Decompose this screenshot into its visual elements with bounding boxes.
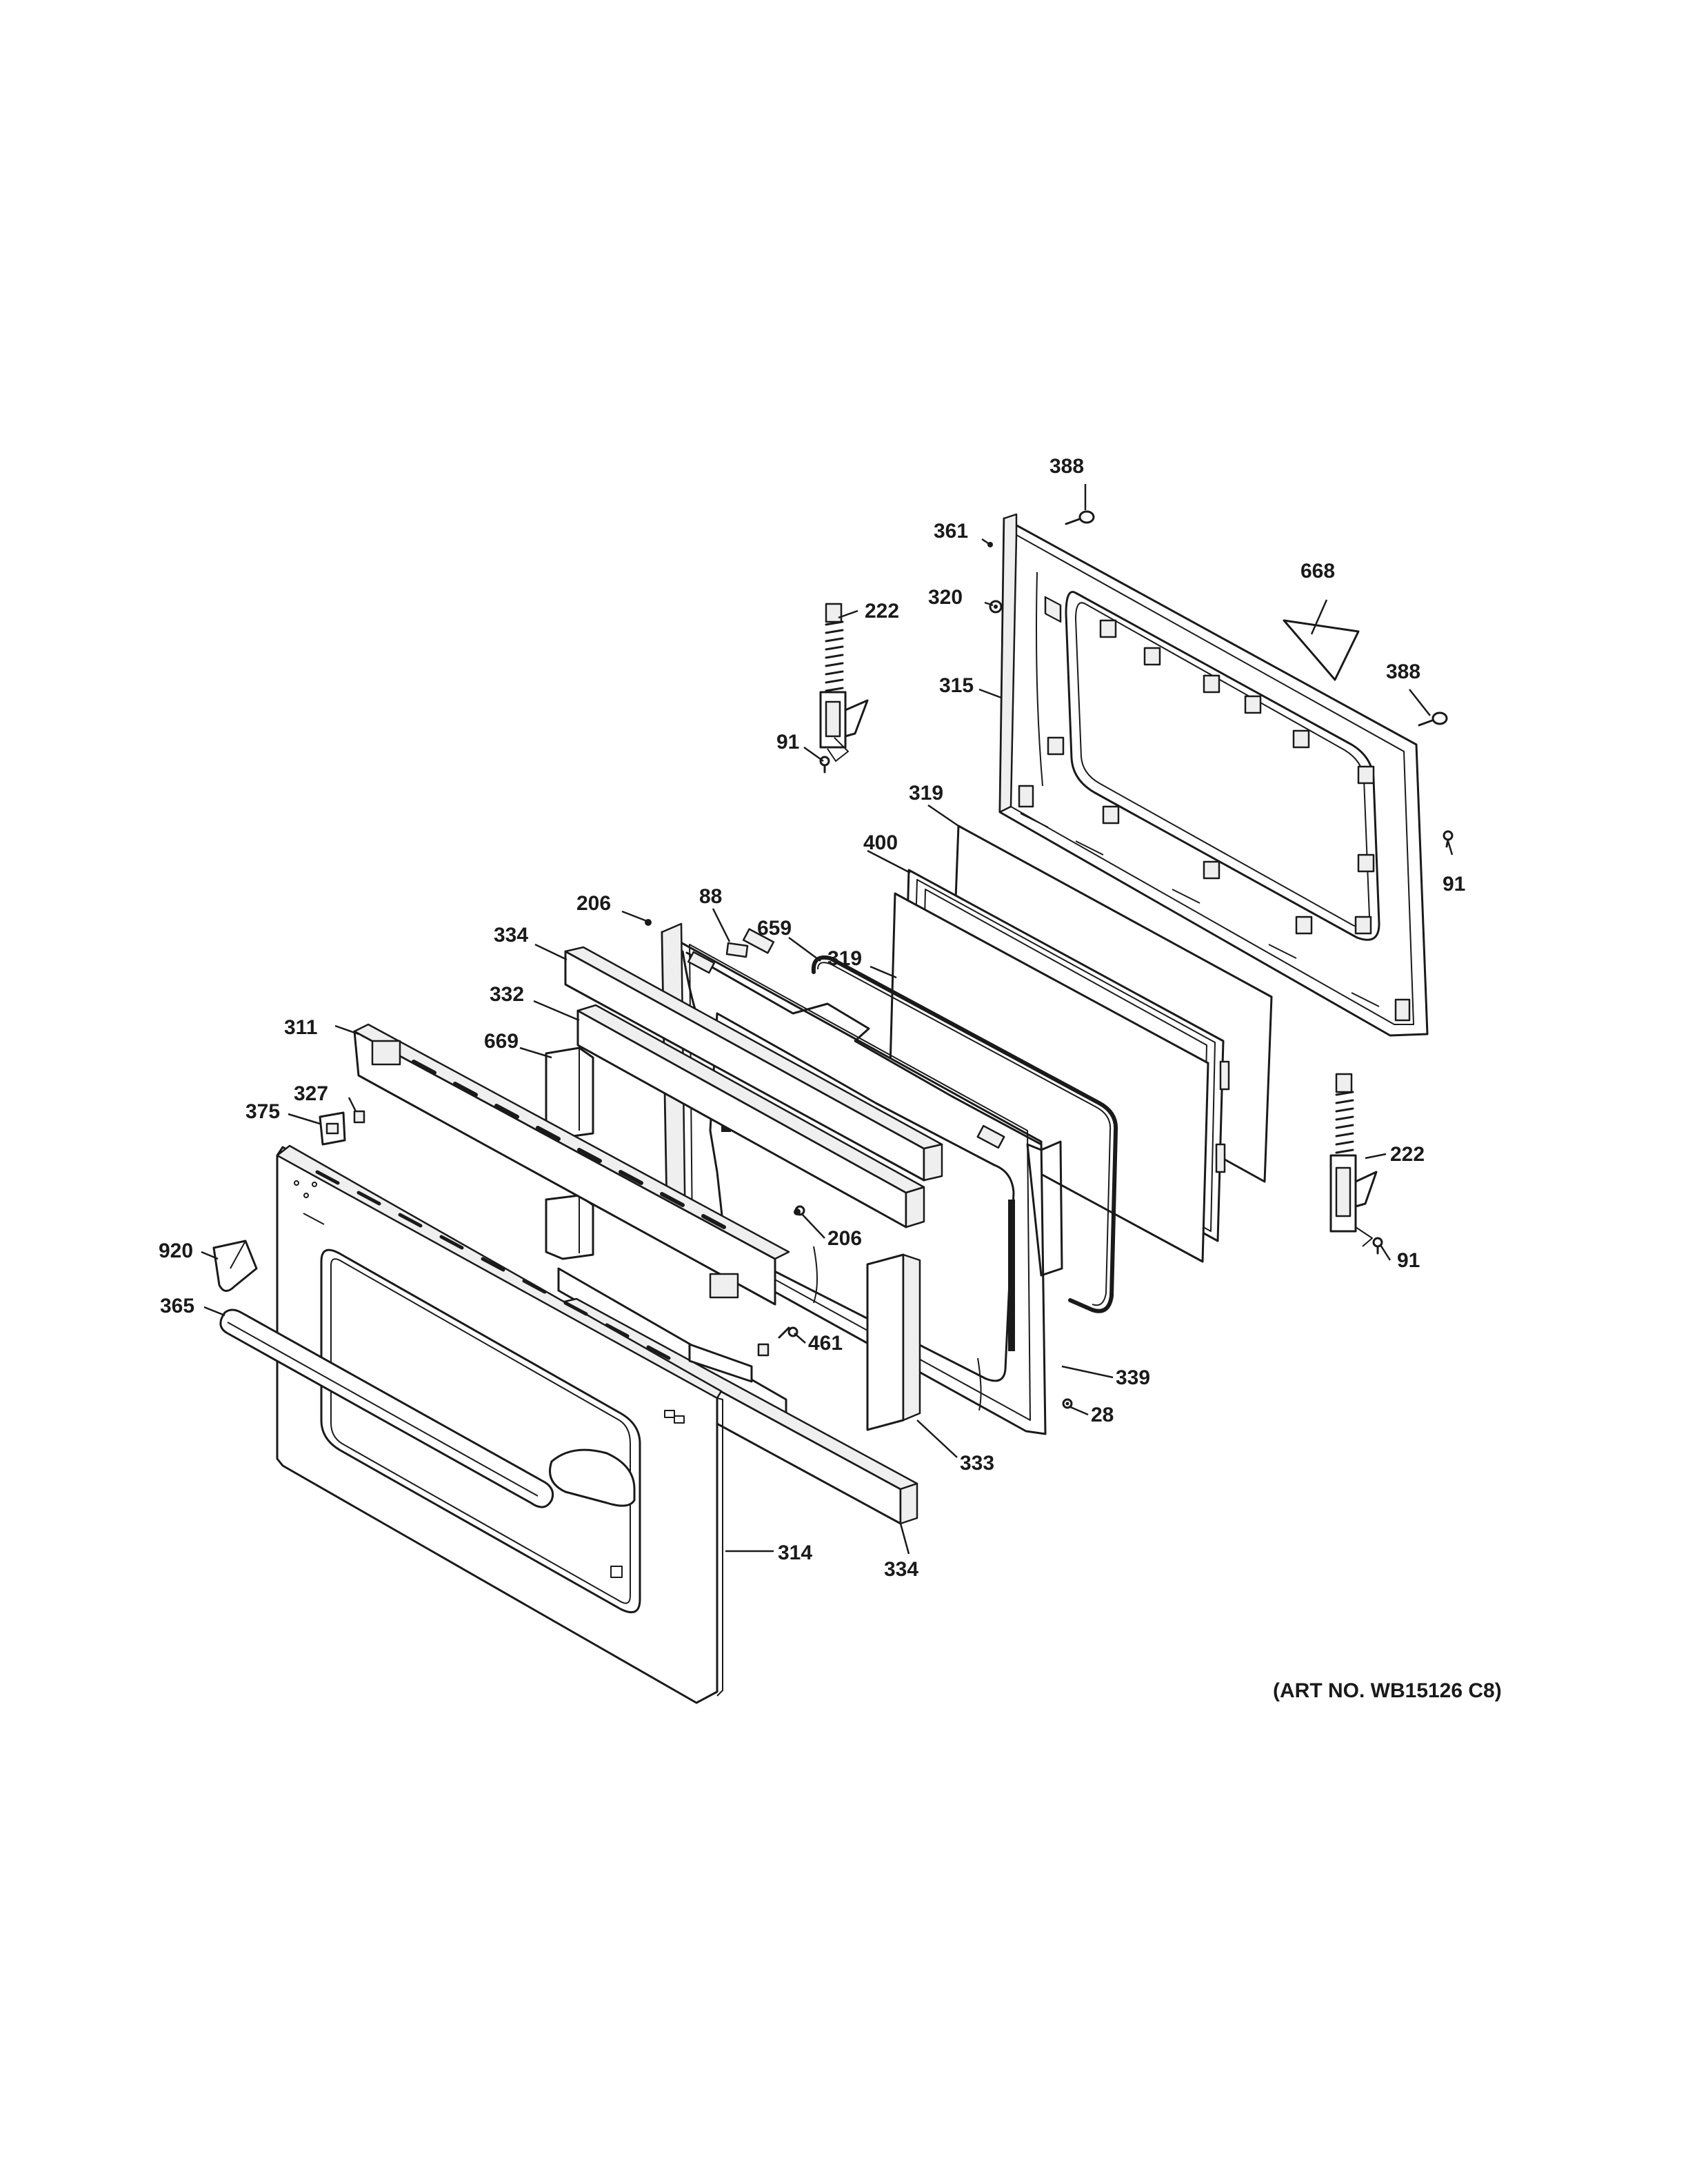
callout-365: 365: [160, 1295, 194, 1317]
callout-319-top: 319: [909, 782, 943, 805]
callout-327: 327: [294, 1082, 328, 1105]
insulation-334-top: [564, 946, 943, 1182]
handle-365: [219, 1308, 636, 1508]
callout-206-top: 206: [576, 892, 611, 915]
callout-319-mid: 319: [827, 947, 862, 970]
callout-91-right: 91: [1443, 873, 1465, 896]
callout-333: 333: [960, 1452, 994, 1475]
callout-659: 659: [757, 917, 792, 940]
bracket-375: [319, 1111, 346, 1146]
callout-334-bottom: 334: [884, 1558, 918, 1581]
frame-clips: [1044, 596, 1375, 935]
seal-88: [725, 942, 749, 958]
callout-669: 669: [484, 1030, 519, 1053]
callout-400: 400: [863, 831, 898, 854]
callout-91-bottom: 91: [1397, 1249, 1420, 1272]
art-number: (ART NO. WB15126 C8): [1273, 1679, 1502, 1702]
insulation-332: [576, 1004, 925, 1228]
inner-door-frame-315: [998, 513, 1429, 1037]
label-tag-668: [1283, 619, 1360, 681]
callout-361: 361: [934, 520, 968, 543]
callout-388-top: 388: [1049, 455, 1084, 478]
callout-375: 375: [245, 1100, 280, 1123]
screw-388-right: [1418, 711, 1448, 727]
screw-206-mid: [794, 1209, 801, 1215]
callout-222-top: 222: [865, 600, 899, 623]
callout-332: 332: [490, 983, 524, 1006]
callout-461: 461: [808, 1332, 843, 1355]
callout-320: 320: [928, 586, 963, 609]
callout-311: 311: [284, 1016, 317, 1039]
callout-339: 339: [1116, 1366, 1150, 1389]
top-trim-311: [353, 1023, 790, 1306]
screw-91-bottom: [1372, 1237, 1383, 1255]
callout-206-mid: 206: [827, 1227, 862, 1250]
callout-91-left: 91: [776, 731, 799, 754]
callout-668: 668: [1300, 560, 1335, 583]
hinge-222-bottom: [1329, 1073, 1378, 1247]
clip-327: [353, 1110, 365, 1124]
hinge-222-top: [819, 603, 869, 762]
end-cap-920: [212, 1240, 258, 1292]
leader-lines: [201, 484, 1454, 1555]
callout-315: 315: [939, 674, 974, 697]
bracket-lower: [688, 1343, 770, 1383]
callout-222-bottom: 222: [1390, 1143, 1425, 1166]
screw-461: [778, 1326, 798, 1339]
callout-920: 920: [159, 1240, 193, 1262]
callout-28: 28: [1091, 1404, 1114, 1426]
callout-334-top: 334: [494, 924, 528, 947]
callout-314: 314: [778, 1541, 812, 1564]
screw-320: [989, 600, 1003, 614]
callout-88: 88: [699, 885, 722, 908]
screw-28: [1062, 1398, 1073, 1409]
trim-vent-slots: [412, 1060, 726, 1229]
callout-388-right: 388: [1386, 660, 1420, 683]
screw-388-top: [1065, 510, 1095, 525]
screw-91-right: [1443, 830, 1454, 848]
outer-door-panel-314: [276, 1144, 723, 1704]
screw-91-left: [819, 756, 830, 774]
callout-labels: 388 361 668 320 222 315 388 91 319 91 40…: [159, 455, 1465, 1581]
